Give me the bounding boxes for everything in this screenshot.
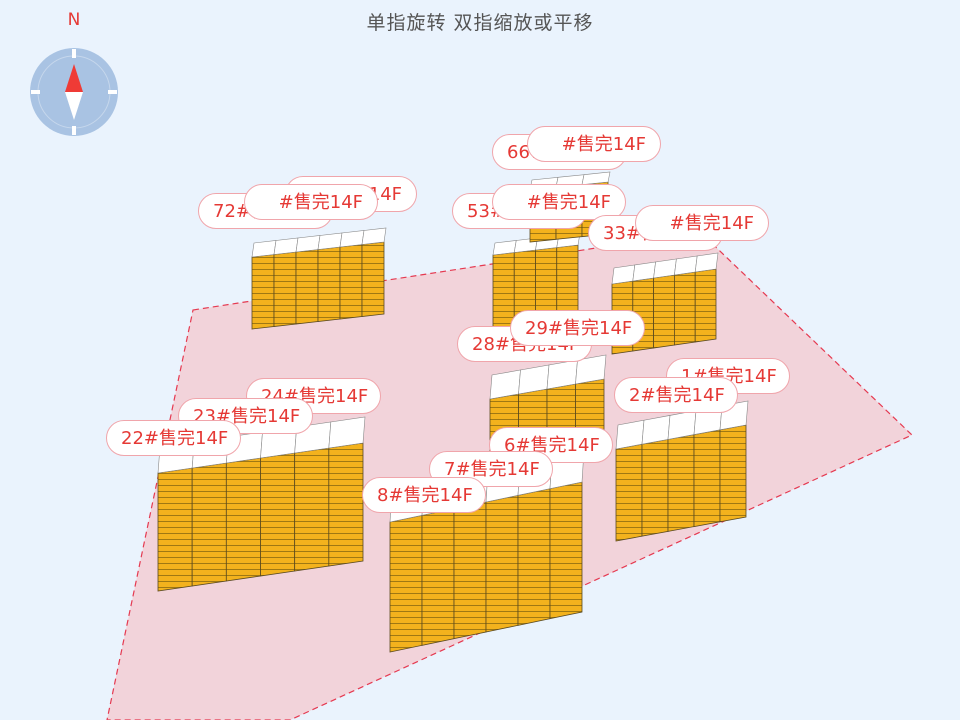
building-block[interactable]	[389, 449, 585, 653]
building-label-b29[interactable]: 29#售完14F	[510, 310, 645, 346]
compass[interactable]: N	[30, 10, 120, 136]
building-label-b54[interactable]: #售完14F	[492, 184, 626, 220]
compass-icon	[30, 48, 118, 136]
building-label-b71[interactable]: #售完14F	[244, 184, 378, 220]
building-label-b2[interactable]: 2#售完14F	[614, 377, 738, 413]
building-block[interactable]	[492, 232, 581, 330]
building-block[interactable]	[615, 400, 749, 542]
building-label-b65[interactable]: #售完14F	[527, 126, 661, 162]
building-label-b32[interactable]: #售完14F	[635, 205, 769, 241]
gesture-hint: 单指旋转 双指缩放或平移	[366, 12, 594, 34]
building-block[interactable]	[251, 227, 387, 330]
building-label-b7[interactable]: 7#售完14F	[429, 451, 553, 487]
compass-north-label: N	[67, 10, 81, 30]
building-label-b22[interactable]: 22#售完14F	[106, 420, 241, 456]
building-label-b8[interactable]: 8#售完14F	[362, 477, 486, 513]
